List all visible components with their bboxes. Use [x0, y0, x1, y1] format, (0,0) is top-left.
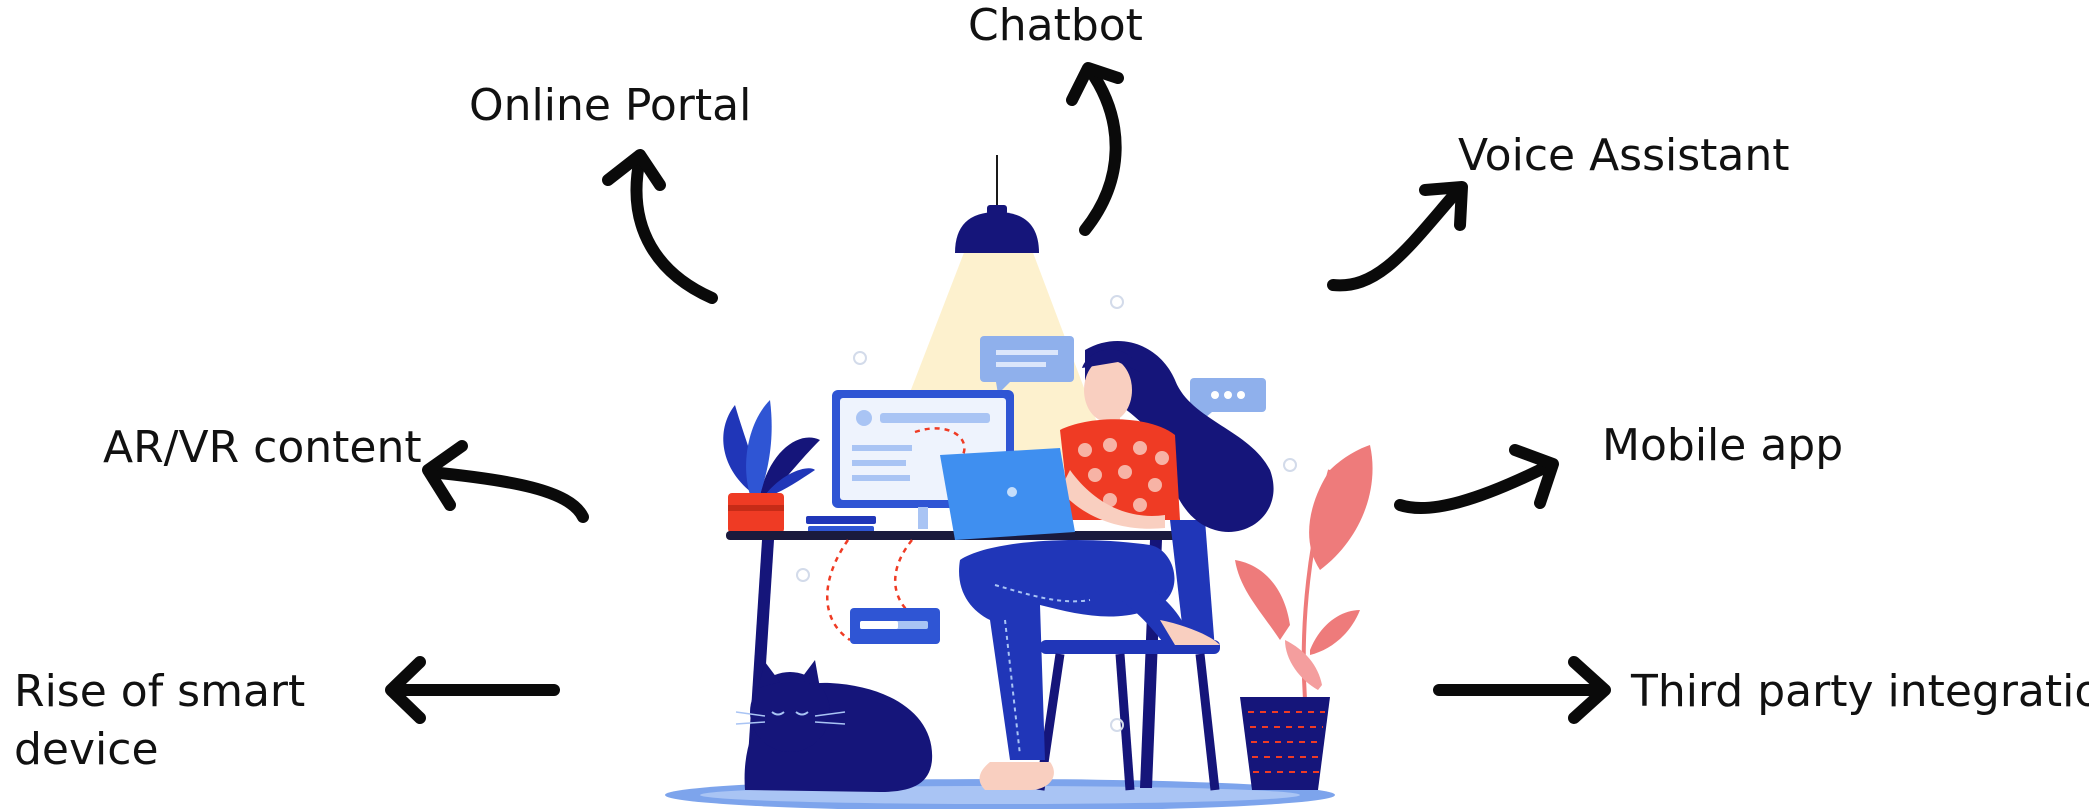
arrow-chatbot	[1066, 62, 1124, 236]
label-arvr-content: AR/VR content	[103, 422, 422, 473]
label-chatbot: Chatbot	[968, 0, 1143, 51]
arrow-voice-assistant	[1327, 181, 1468, 292]
label-rise-smart-line2: device	[14, 724, 159, 775]
label-mobile-app: Mobile app	[1602, 420, 1844, 471]
progress-card	[850, 608, 940, 644]
lamp-shade	[955, 212, 1039, 253]
arrow-mobile-app	[1394, 444, 1559, 514]
label-rise-smart-device: Rise of smart device	[14, 663, 305, 779]
label-third-party-integration: Third party integration	[1631, 666, 2089, 717]
laptop	[940, 448, 1075, 540]
chat-bubble-right	[1190, 378, 1266, 424]
arrow-rise-smart-device	[385, 656, 560, 724]
woman	[959, 341, 1274, 790]
cat	[735, 660, 933, 792]
label-voice-assistant: Voice Assistant	[1458, 130, 1790, 181]
label-online-portal: Online Portal	[469, 80, 752, 131]
label-rise-smart-line1: Rise of smart	[14, 666, 306, 717]
floor-plant	[1235, 445, 1373, 790]
desk-plant	[723, 400, 820, 533]
arrow-arvr-content	[422, 440, 589, 523]
chair	[1035, 520, 1220, 791]
arrow-third-party	[1433, 656, 1611, 724]
arrow-online-portal	[602, 149, 718, 304]
